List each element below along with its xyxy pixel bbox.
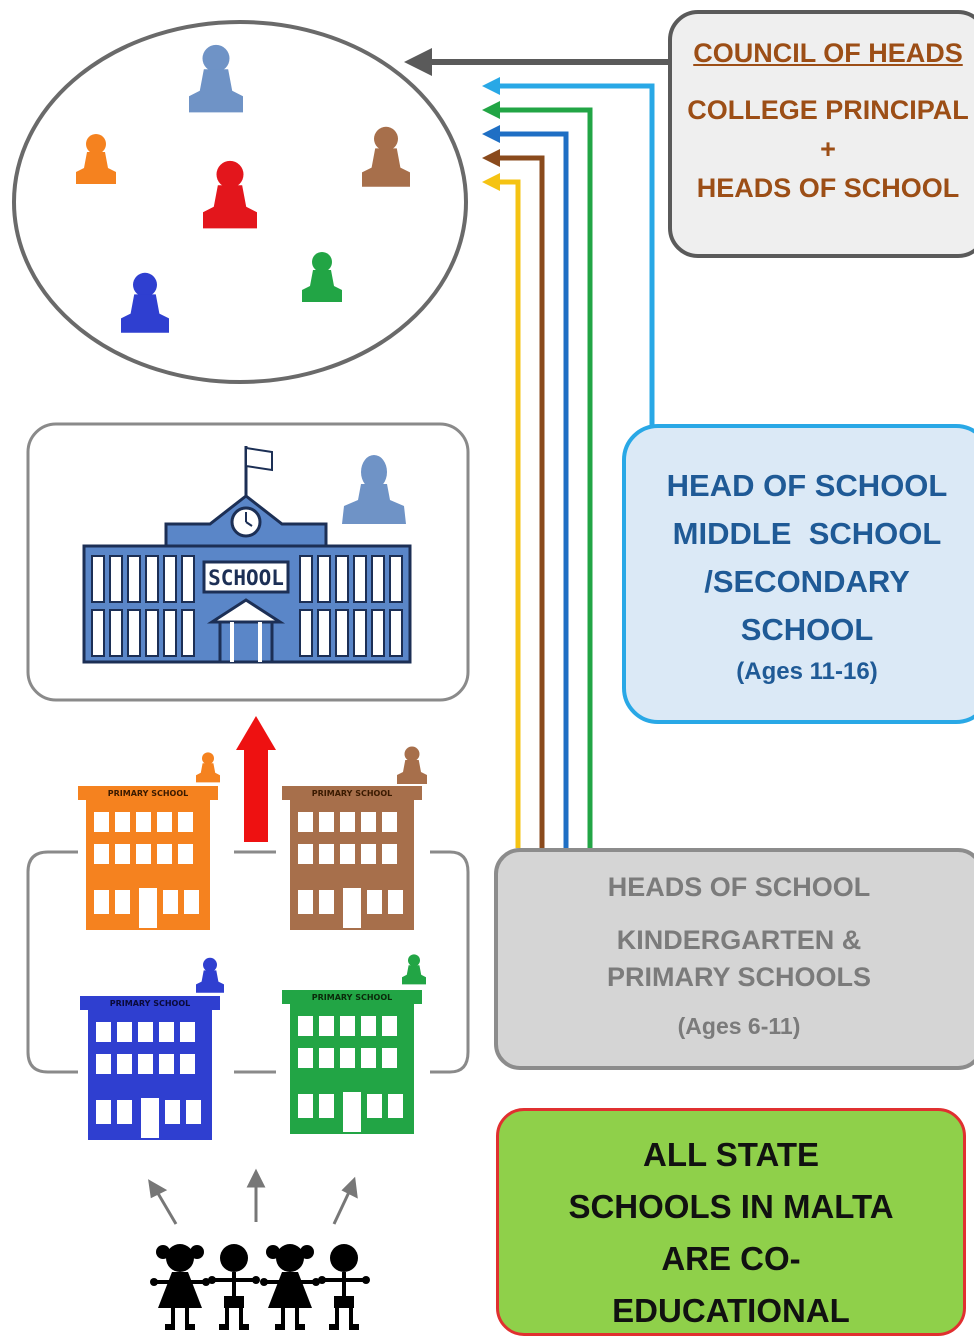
secondary-school-sign: SCHOOL — [208, 566, 284, 590]
svg-text:PRIMARY SCHOOL: PRIMARY SCHOOL — [312, 993, 392, 1002]
primary-ages: (Ages 6-11) — [677, 1013, 801, 1039]
primary-head-brown-icon — [397, 746, 427, 784]
council-line-plus: + — [820, 134, 836, 164]
middle-line-2: MIDDLE SCHOOL — [672, 516, 942, 551]
middle-line-3: /SECONDARY — [704, 564, 910, 599]
primary-heads-box: HEADS OF SCHOOL KINDERGARTEN & PRIMARY S… — [494, 848, 974, 1070]
middle-secondary-head-box: HEAD OF SCHOOL MIDDLE SCHOOL /SECONDARY … — [622, 424, 974, 724]
council-of-heads-box: COUNCIL OF HEADS COLLEGE PRINCIPAL + HEA… — [668, 10, 974, 258]
middle-ages: (Ages 11-16) — [736, 658, 878, 685]
council-arrows — [428, 59, 668, 848]
green-head-arrow — [500, 107, 593, 848]
council-title: COUNCIL OF HEADS — [693, 38, 963, 68]
primary-line-2: KINDERGARTEN & — [616, 925, 862, 955]
brown-head-arrow — [500, 155, 545, 848]
primary-cluster-bracket-right — [430, 850, 470, 1074]
coed-line-4: EDUCATIONAL — [612, 1292, 850, 1329]
primary-cluster-bracket-left — [26, 850, 78, 1074]
primary-school-blue-icon: PRIMARY SCHOOL — [80, 996, 220, 1140]
middle-line-4: SCHOOL — [740, 612, 874, 647]
coed-line-3: ARE CO- — [661, 1240, 801, 1277]
middle-line-1: HEAD OF SCHOOL — [666, 468, 948, 503]
primary-school-green-icon: PRIMARY SCHOOL — [282, 990, 422, 1134]
arrowheads — [404, 48, 500, 191]
blue-head-arrow — [500, 131, 569, 848]
primary-school-brown-icon: PRIMARY SCHOOL — [282, 786, 422, 930]
coed-line-2: SCHOOLS IN MALTA — [568, 1188, 894, 1225]
children-icon — [148, 1242, 372, 1332]
progression-arrow-icon — [236, 716, 276, 842]
secondary-school-building-icon: SCHOOL — [82, 446, 412, 664]
middle-school-arrow — [500, 83, 655, 426]
svg-text:PRIMARY SCHOOL: PRIMARY SCHOOL — [108, 789, 188, 798]
coeducational-box: ALL STATE SCHOOLS IN MALTA ARE CO- EDUCA… — [496, 1108, 966, 1336]
svg-text:PRIMARY SCHOOL: PRIMARY SCHOOL — [312, 789, 392, 798]
svg-text:PRIMARY SCHOOL: PRIMARY SCHOOL — [110, 999, 190, 1008]
council-line-principal: COLLEGE PRINCIPAL — [687, 95, 969, 125]
primary-school-orange-icon: PRIMARY SCHOOL — [78, 786, 218, 930]
council-line-heads: HEADS OF SCHOOL — [696, 173, 960, 203]
primary-line-1: HEADS OF SCHOOL — [607, 872, 871, 902]
children-arrows — [148, 1168, 358, 1225]
primary-head-blue-icon — [196, 957, 224, 993]
primary-head-orange-icon — [196, 752, 220, 783]
primary-line-3: PRIMARY SCHOOLS — [606, 962, 872, 992]
coed-line-1: ALL STATE — [643, 1136, 819, 1173]
orange-head-arrow — [500, 179, 521, 848]
primary-head-green-icon — [402, 954, 426, 985]
